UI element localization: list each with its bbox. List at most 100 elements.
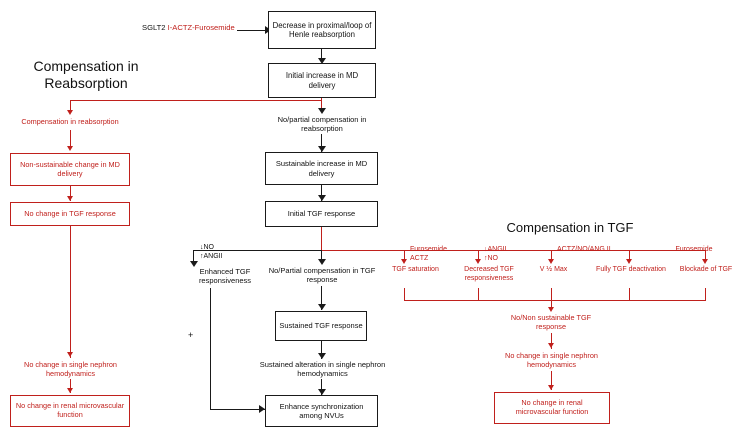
- header-compensation-tgf: Compensation in TGF: [506, 220, 634, 235]
- connector-tgfresponse-to-nephron: [551, 333, 552, 349]
- tgf-bracket-stub-4: [629, 288, 630, 300]
- arrowhead-center-to-nopartial-tgf: [318, 259, 326, 265]
- connector-alteration-to-sync: [321, 379, 322, 395]
- drug-label-sglt2-prefix: SGLT2: [142, 23, 166, 32]
- tgf-bracket-stub-2: [478, 288, 479, 300]
- label-no-partial-compensation-reabsorption: No/partial compensation in reabsorption: [277, 115, 367, 134]
- label-angii-up: ↑ANGII: [200, 252, 223, 260]
- tgf-bracket-stub-1: [404, 288, 405, 300]
- tgf-col2-drug-line2: ↑NO: [484, 254, 498, 262]
- box-sustainable-increase-md: Sustainable increase in MD delivery: [265, 152, 378, 185]
- arrowhead-left-nephron-to-renal: [67, 388, 73, 393]
- connector-sustainable-to-initialtgf: [321, 185, 322, 201]
- box-non-sustainable-md-delivery: Non-sustainable change in MD delivery: [10, 153, 130, 186]
- arrowhead-center-to-nopartial: [318, 108, 326, 114]
- tgf-col3-drug-label: ACTZ/NO/ANG II: [557, 246, 611, 253]
- arrowhead-red-branch-left: [67, 110, 73, 115]
- box-left-no-change-renal-microvascular: No change in renal microvascular functio…: [10, 395, 130, 427]
- header-compensation-reabsorption: Compensation in Reabsorption: [6, 58, 166, 92]
- tgf-col4-arrowhead: [626, 259, 632, 264]
- tgf-col3-stem: [551, 250, 552, 262]
- connector-nopartial-to-sustainable: [321, 134, 322, 152]
- tgf-bracket-stub-5: [705, 288, 706, 300]
- label-no-down: ↓NO: [200, 244, 214, 251]
- tgf-col3-arrowhead: [548, 259, 554, 264]
- arrowhead-black-left-stub: [190, 261, 198, 267]
- arrowhead-tgf-bracket-to-response: [548, 307, 554, 312]
- arrowhead-alteration-to-sync: [318, 389, 326, 395]
- tgf-col5-stem: [705, 250, 706, 262]
- arrowhead-nopartialtgf-to-sustainedtgf: [318, 304, 326, 310]
- drug-label-sglt2-suffix: I-ACTZ-Furosemide: [167, 23, 235, 32]
- connector-sustainedtgf-to-alteration: [321, 341, 322, 359]
- box-initial-increase-md: Initial increase in MD delivery: [268, 63, 376, 98]
- label-enhanced-tgf-responsiveness: Enhanced TGF responsiveness: [198, 267, 252, 286]
- red-stem-from-initial-tgf: [321, 227, 322, 251]
- tgf-col4-stem: [629, 250, 630, 262]
- label-right-no-change-single-nephron: No change in single nephron hemodynamics: [505, 351, 598, 369]
- connector-black-left-stub: [193, 250, 194, 264]
- connector-comp-to-nonsustainable: [70, 130, 71, 148]
- red-branch-left-down: [70, 100, 71, 112]
- arrowhead-sustainable-to-initialtgf: [318, 195, 326, 201]
- box-sustained-tgf-response: Sustained TGF response: [275, 311, 367, 341]
- tgf-col1-drug-line1: Furosemide: [410, 246, 447, 253]
- tgf-col3-outcome: V ½ Max: [539, 266, 568, 273]
- box-enhance-synchronization-nvus: Enhance synchronization among NVUs: [265, 395, 378, 427]
- red-split-horizontal-tgf: [321, 250, 705, 251]
- label-mediators-no-angii: ↓NO ↑ANGII: [200, 244, 260, 261]
- box-decrease-proximal-loop: Decrease in proximal/loop of Henle reabs…: [268, 11, 376, 49]
- red-branch-center-down: [321, 100, 322, 112]
- header-compensation-reabsorption-line2: Reabsorption: [44, 75, 128, 92]
- connector-left-nephron-to-renal: [70, 379, 71, 393]
- label-left-no-change-single-nephron: No change in single nephron hemodynamics: [24, 360, 117, 378]
- label-no-non-sustainable-tgf-response: No/Non sustainable TGF response: [510, 313, 592, 331]
- tgf-col1-outcome: TGF saturation: [392, 266, 439, 273]
- tgf-col4-outcome: Fully TGF deactivation: [596, 266, 666, 273]
- box-no-change-tgf-response: No change in TGF response: [10, 202, 130, 226]
- connector-nopartialtgf-to-sustainedtgf: [321, 286, 322, 310]
- connector-center-to-nopartial-tgf: [321, 250, 322, 262]
- tgf-col5-drug-label: Furosemide: [675, 246, 713, 253]
- arrowhead-tgfresponse-to-nephron: [548, 343, 554, 348]
- red-split-horizontal-top: [70, 100, 322, 101]
- tgf-col5-arrowhead: [702, 259, 708, 264]
- arrowhead-enhanced-tgf-to-sync: [259, 405, 265, 413]
- tgf-col1-stem: [404, 250, 405, 262]
- connector-right-nephron-to-renal: [551, 371, 552, 390]
- connector-drug-to-decrease: [237, 30, 267, 31]
- label-plus-sign: +: [188, 330, 194, 340]
- arrowhead-comp-to-nonsustainable: [67, 146, 73, 151]
- drug-label-sglt2: SGLT2 I-ACTZ-Furosemide: [142, 23, 257, 32]
- arrowhead-nonsustainable-to-nochangetgf: [67, 196, 73, 201]
- tgf-col1-drug-label: Furosemide ACTZ: [410, 246, 480, 263]
- label-compensation-in-reabsorption: Compensation in reabsorption: [21, 117, 119, 126]
- tgf-col2-stem: [478, 250, 479, 262]
- tgf-bracket-stub-3: [551, 288, 552, 300]
- connector-nonsustainable-to-nochangetgf: [70, 186, 71, 201]
- connector-enhanced-tgf-down: [210, 288, 211, 410]
- tgf-bracket-horizontal: [404, 300, 706, 301]
- box-initial-tgf-response: Initial TGF response: [265, 201, 378, 227]
- tgf-col1-drug-line2: ACTZ: [410, 254, 429, 262]
- tgf-col1-arrowhead: [401, 259, 407, 264]
- connector-enhanced-tgf-right: [210, 409, 265, 410]
- black-split-horizontal: [193, 250, 321, 251]
- arrowhead-sustainedtgf-to-alteration: [318, 353, 326, 359]
- arrowhead-decrease-to-initial-increase: [318, 58, 326, 64]
- tgf-col2-drug-line1: ↓ANGII: [484, 246, 507, 253]
- label-no-partial-compensation-tgf: No/Partial compensation in TGF response: [268, 266, 376, 285]
- arrowhead-right-nephron-to-renal: [548, 385, 554, 390]
- tgf-col2-arrowhead: [475, 259, 481, 264]
- tgf-col5-outcome: Blockade of TGF: [679, 266, 733, 273]
- connector-nochangetgf-to-nephron: [70, 226, 71, 358]
- tgf-col2-drug-label: ↓ANGII ↑NO: [484, 246, 544, 263]
- arrowhead-nopartial-to-sustainable: [318, 146, 326, 152]
- label-sustained-alteration-nephron: Sustained alteration in single nephron h…: [259, 360, 386, 379]
- box-right-no-change-renal-microvascular: No change in renal microvascular functio…: [494, 392, 610, 424]
- connector-decrease-to-initial-increase: [321, 49, 322, 61]
- header-compensation-reabsorption-line1: Compensation in: [33, 58, 139, 74]
- tgf-col2-outcome: Decreased TGF responsiveness: [464, 266, 514, 282]
- arrowhead-nochangetgf-to-nephron: [67, 352, 73, 357]
